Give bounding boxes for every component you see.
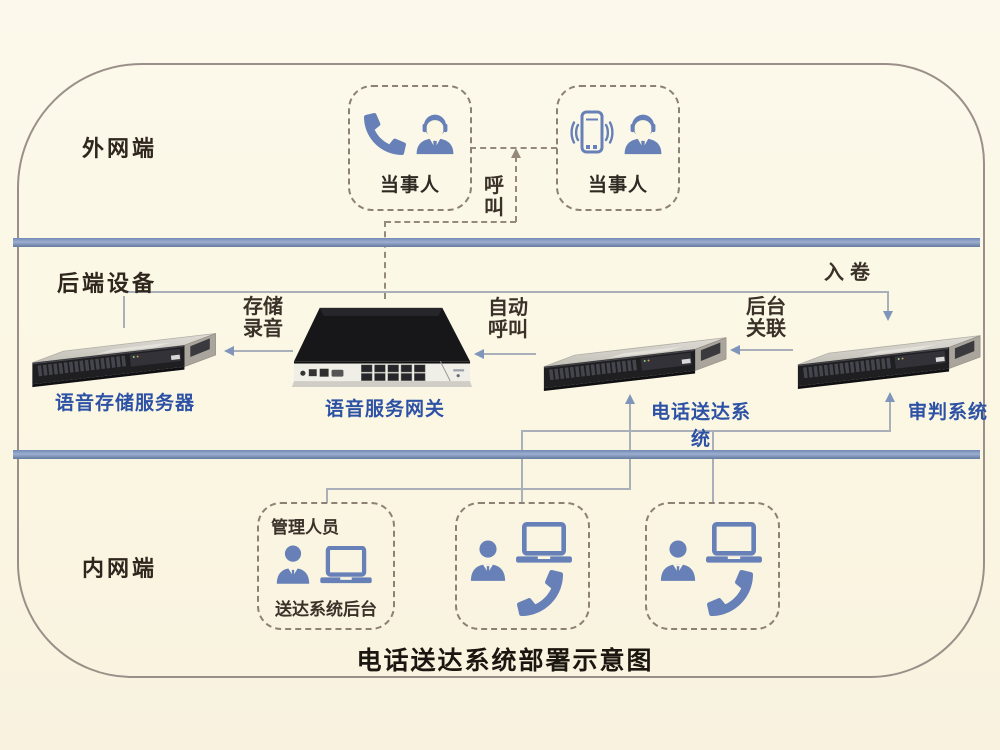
connector-auto-call: [482, 353, 536, 355]
party-landline-label: 当事人: [379, 175, 440, 196]
admin-label: 送达系统后台: [275, 600, 377, 619]
person-icon: [620, 111, 666, 155]
laptop-icon: [319, 545, 373, 586]
voice-storage-server-label: 语音存储服务器: [54, 393, 195, 414]
zone-label-external: 外网端: [82, 136, 158, 161]
operator-station-2-box: [645, 502, 780, 630]
flow-label-file: 入卷: [824, 262, 876, 284]
telephone-handset-icon: [706, 569, 753, 616]
zone-label-internal: 内网端: [82, 556, 158, 581]
connector-store-recording: [233, 350, 293, 352]
rack-server-icon: [540, 320, 730, 398]
connector-station1-drop: [521, 430, 523, 503]
flow-label-store: 存储 录音: [243, 296, 283, 340]
trial-system-label: 审判系统: [907, 402, 988, 423]
connector-admin-up: [629, 403, 631, 490]
party-mobile-label: 当事人: [587, 175, 648, 196]
rack-server-icon: [794, 318, 984, 396]
diagram-title: 电话送达系统部署示意图: [356, 647, 654, 675]
person-icon: [412, 111, 458, 155]
flow-label-backendlink: 后台 关联: [746, 296, 786, 340]
diagram-border: [17, 63, 985, 678]
delivery-arrowhead-up: [625, 394, 635, 404]
file-arrowhead-down: [883, 311, 893, 321]
telephone-handset-icon: [516, 569, 563, 616]
zone-divider-1: [13, 238, 980, 247]
operator-station-1-box: [455, 502, 590, 630]
connector-admin-horizontal: [326, 488, 631, 490]
connector-station2-drop: [712, 430, 714, 503]
admin-box: 管理人员 送达系统后台: [257, 502, 395, 630]
connector-call-vertical: [515, 156, 517, 222]
laptop-icon: [705, 521, 763, 566]
connector-file-to-case: [123, 291, 889, 293]
zone-label-backend: 后端设备: [57, 271, 158, 296]
voice-gateway-label: 语音服务网关: [324, 399, 445, 420]
party-landline-box: 当事人: [348, 85, 472, 211]
trial-system-image: [794, 318, 984, 396]
connector-gateway-up: [384, 221, 386, 299]
voice-gateway-image: [292, 296, 474, 395]
phone-delivery-system-label: 电话送达系统: [650, 402, 751, 450]
connector-backend-link: [738, 349, 793, 351]
backendlink-arrowhead-left: [730, 345, 740, 355]
admin-title: 管理人员: [271, 518, 339, 537]
mobile-phone-icon: [570, 109, 614, 157]
connector-admin-drop: [326, 488, 328, 503]
connector-call-horizontal: [385, 221, 516, 223]
trial-arrowhead-up: [885, 392, 895, 402]
zone-divider-2: [13, 450, 980, 459]
store-arrowhead-left: [224, 346, 234, 356]
autocall-arrowhead-left: [474, 349, 484, 359]
connector-trial-drop: [887, 293, 889, 313]
person-icon: [659, 538, 697, 582]
flow-label-call: 呼 叫: [484, 175, 504, 219]
rack-server-icon: [28, 316, 220, 394]
connector-stations-horizontal: [521, 430, 891, 432]
person-icon: [275, 544, 311, 584]
phone-delivery-system-image: [540, 320, 730, 398]
connector-storage-top: [123, 296, 125, 328]
flow-label-autocall: 自动 呼叫: [488, 297, 528, 341]
gateway-device-icon: [292, 296, 474, 395]
telephone-handset-icon: [364, 112, 407, 155]
call-arrowhead-up: [511, 148, 521, 158]
voice-storage-server-image: [28, 316, 220, 394]
person-icon: [469, 538, 507, 582]
laptop-icon: [515, 521, 573, 566]
connector-trial-up: [889, 401, 891, 432]
party-mobile-box: 当事人: [556, 85, 680, 211]
